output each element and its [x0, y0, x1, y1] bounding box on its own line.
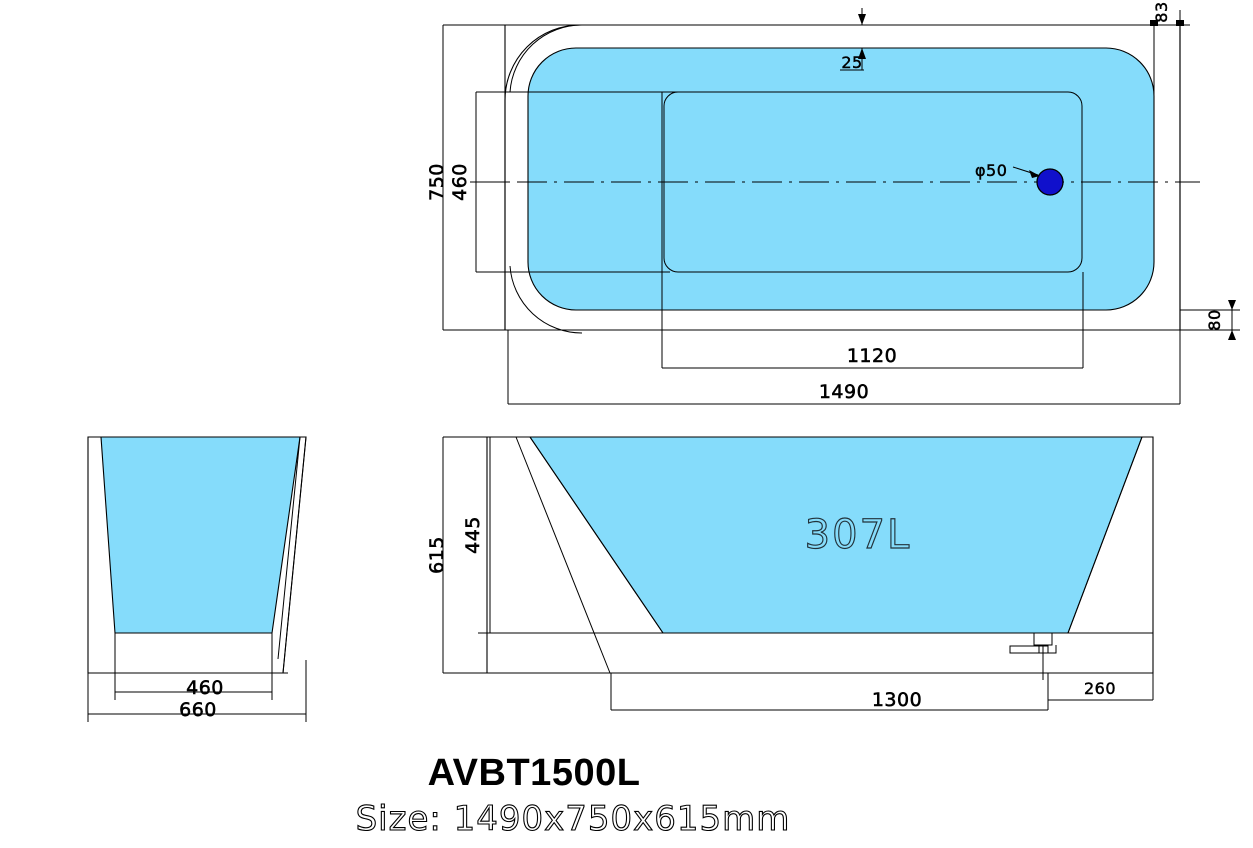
drawing-title: AVBT1500L	[428, 752, 641, 794]
waste-body	[1033, 633, 1053, 646]
title-block: AVBT1500L Size: 1490x750x615mm	[355, 752, 791, 840]
front-dim-615: 615	[426, 536, 448, 574]
plan-dim-1120: 1120	[847, 345, 897, 367]
front-dim-445: 445	[462, 516, 484, 554]
drawing-subtitle: Size: 1490x750x615mm	[356, 799, 791, 839]
plan-dim25-arrow-top	[858, 14, 866, 25]
plan-dim-25: 25	[841, 53, 862, 72]
front-wall-right	[1067, 436, 1143, 634]
side-view-group: 460 660	[87, 436, 307, 722]
plan-dim83-tick-right	[1176, 20, 1184, 26]
front-wall-left-inner	[529, 436, 664, 634]
plan-inner-step	[663, 91, 1083, 273]
plan-dim-83: 83	[1152, 1, 1171, 22]
front-view-group: 307L 615 445 1300	[426, 436, 1154, 711]
plan-rim-arc-bottomleft	[509, 265, 583, 334]
plan-drain-hole	[1036, 168, 1064, 196]
front-wall-left-outer	[515, 436, 611, 674]
side-dim-660: 660	[179, 699, 217, 721]
plan-dim80-arrow-bot	[1228, 330, 1236, 340]
side-inner-wall-right2	[277, 436, 301, 660]
plan-dim-80: 80	[1205, 309, 1224, 330]
front-waste-fitting	[1009, 633, 1057, 680]
front-dim-1300: 1300	[872, 689, 922, 711]
waste-pipe-horizontal	[1009, 645, 1049, 654]
plan-dim-750: 750	[426, 163, 448, 201]
side-inner-wall-right	[282, 436, 307, 674]
plan-dim25-arrow-bot	[858, 48, 866, 59]
plan-dim-460: 460	[449, 163, 471, 201]
front-dim-260: 260	[1084, 679, 1116, 698]
side-water-area	[100, 436, 301, 634]
plan-dim-1490: 1490	[819, 381, 869, 403]
plan-dim80-arrow-top	[1228, 300, 1236, 310]
plan-drain-leader-arrow	[1029, 170, 1040, 178]
plan-drain-label: φ50	[975, 161, 1007, 180]
plan-view-group: φ50 750 460 25 83	[426, 1, 1240, 405]
plan-water-area	[527, 47, 1155, 311]
front-volume-label: 307L	[805, 512, 912, 558]
plan-dim83-tick-left	[1150, 20, 1158, 26]
side-dim-460: 460	[186, 677, 224, 699]
plan-rim-arc-topleft	[509, 24, 583, 93]
